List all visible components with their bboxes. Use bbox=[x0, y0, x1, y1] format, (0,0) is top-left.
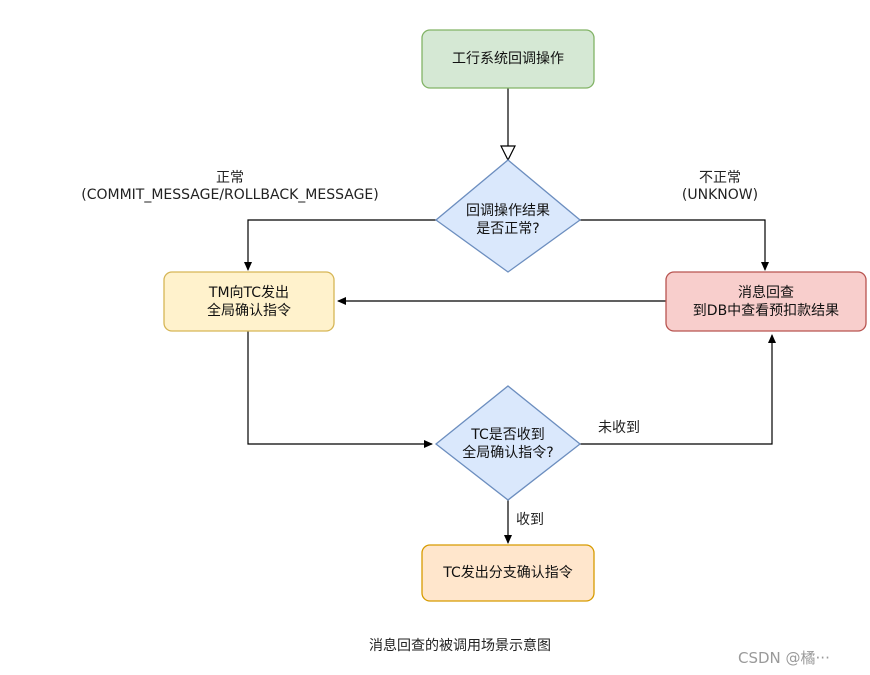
edge-label-normal-line-2: (COMMIT_MESSAGE/ROLLBACK_MESSAGE) bbox=[81, 187, 379, 203]
open-arrowhead bbox=[500, 145, 516, 162]
tm-to-tc-line-1: TM向TC发出 bbox=[208, 284, 290, 301]
edge-abnormal bbox=[580, 219, 769, 271]
node-decision-result-shape bbox=[434, 159, 582, 273]
watermark: CSDN @橘··· bbox=[738, 649, 830, 667]
edge-label-not-received: 未收到 bbox=[598, 420, 640, 436]
figure-caption: 消息回查的被调用场景示意图 bbox=[369, 638, 551, 654]
node-start-label: 工行系统回调操作 bbox=[452, 51, 564, 67]
decision-tc-line-1: TC是否收到 bbox=[471, 427, 545, 443]
node-start-shape bbox=[421, 29, 595, 89]
node-query-db-shape bbox=[665, 271, 867, 332]
decision-tc-line-2: 全局确认指令? bbox=[462, 445, 554, 461]
branch-confirm-label: TC发出分支确认指令 bbox=[443, 565, 573, 581]
query-db-line-2: 到DB中查看预扣款结果 bbox=[692, 302, 840, 319]
node-tm-to-tc-shape bbox=[163, 271, 335, 332]
decision-result-line-1: 回调操作结果 bbox=[466, 203, 550, 219]
edge-label-normal-line-1: 正常 bbox=[216, 170, 244, 186]
node-decision-result: 回调操作结果 是否正常? bbox=[440, 192, 576, 248]
decision-result-line-2: 是否正常? bbox=[476, 221, 540, 237]
query-db-line-1: 消息回查 bbox=[738, 284, 794, 301]
edge-label-abnormal-line-2: (UNKNOW) bbox=[681, 187, 759, 203]
edge-not-received bbox=[580, 334, 776, 445]
edge-normal bbox=[244, 219, 436, 271]
edge-label-abnormal-line-1: 不正常 bbox=[699, 170, 741, 186]
edge-label-received: 收到 bbox=[516, 512, 544, 528]
node-branch-confirm: TC发出分支确认指令 bbox=[422, 545, 594, 601]
node-decision-tc-shape bbox=[434, 385, 582, 501]
node-query-db: 消息回查 到DB中查看预扣款结果 bbox=[666, 272, 866, 331]
node-tm-to-tc: TM向TC发出 全局确认指令 bbox=[164, 272, 334, 331]
edge-label-abnormal: 不正常 (UNKNOW) bbox=[660, 170, 780, 204]
node-decision-tc: TC是否收到 全局确认指令? bbox=[440, 416, 576, 472]
node-branch-confirm-shape bbox=[421, 544, 595, 602]
node-start: 工行系统回调操作 bbox=[422, 30, 594, 88]
tm-to-tc-line-2: 全局确认指令 bbox=[207, 302, 291, 319]
edge-label-normal: 正常 (COMMIT_MESSAGE/ROLLBACK_MESSAGE) bbox=[40, 170, 420, 204]
edge-tm-to-decision-tc bbox=[247, 331, 433, 448]
